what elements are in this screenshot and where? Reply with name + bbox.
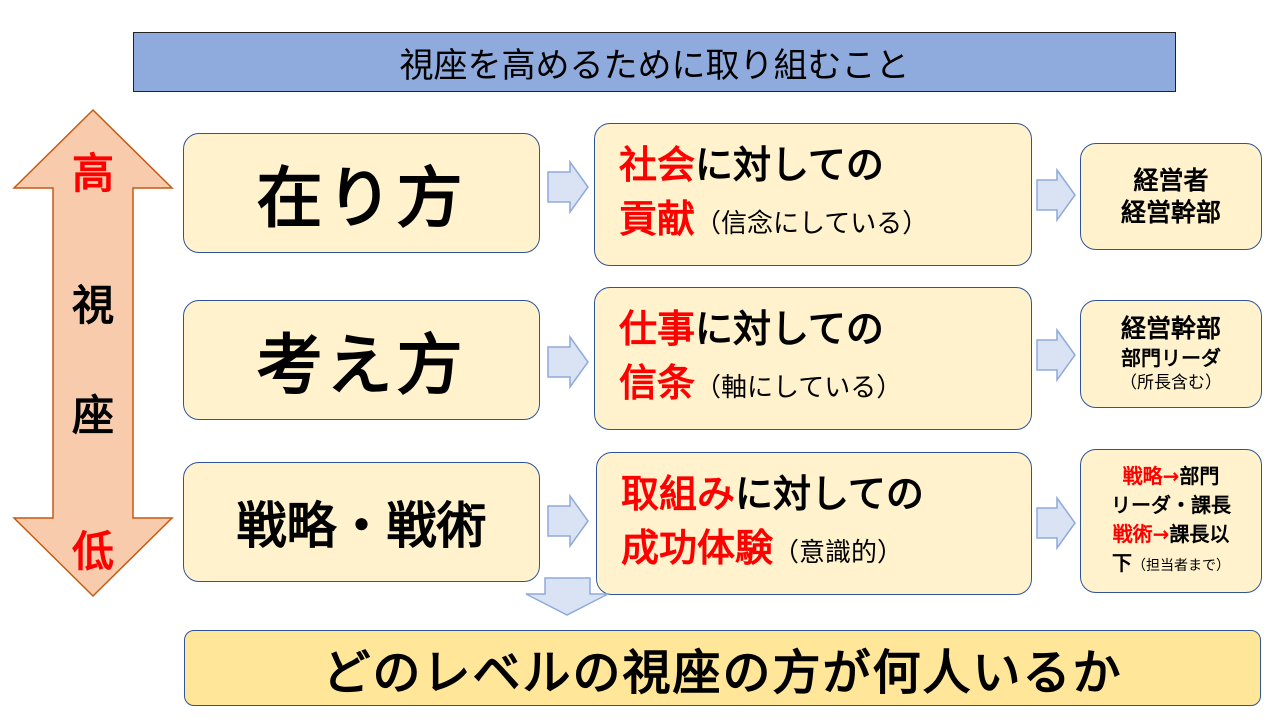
who-note: （担当者まで）	[1132, 557, 1230, 574]
axis-label-2: 座	[71, 391, 114, 440]
who-line: 経営幹部	[1120, 314, 1221, 343]
who-line: 部門リーダ	[1121, 346, 1221, 370]
who-line: 部門	[1179, 463, 1220, 488]
focus-rest: に対しての	[695, 307, 884, 351]
who-line: 経営者	[1133, 165, 1209, 195]
focus-red: 取組み	[621, 472, 736, 516]
who-line: リーダ・課長	[1111, 492, 1231, 517]
focus-rest: に対しての	[735, 472, 924, 516]
who-box-1: 経営者 経営幹部	[1080, 143, 1262, 250]
level-box-3: 戦略・戦術	[183, 462, 540, 582]
level-label: 在り方	[256, 160, 467, 237]
who-red: 戦略→	[1122, 463, 1180, 488]
right-arrow-icon	[547, 159, 589, 215]
level-box-1: 在り方	[183, 133, 540, 253]
focus-box-3: 取組みに対しての 成功体験（意識的）	[596, 452, 1032, 595]
right-arrow-icon	[1036, 167, 1076, 223]
who-box-2: 経営幹部 部門リーダ （所長含む）	[1080, 300, 1262, 408]
who-line: （所長含む）	[1120, 373, 1222, 393]
value-note: （信念にしている）	[695, 209, 929, 239]
focus-red: 社会	[619, 143, 696, 187]
who-line: 課長以	[1169, 521, 1230, 546]
who-box-3: 戦略→部門 リーダ・課長 戦術→課長以 下（担当者まで）	[1080, 449, 1262, 593]
value-note: （意識的）	[773, 538, 904, 568]
axis-low-label: 低	[71, 527, 114, 576]
page-title: 視座を高めるために取り組むこと	[133, 32, 1176, 92]
who-line: 経営幹部	[1120, 197, 1221, 227]
right-arrow-icon	[547, 493, 589, 549]
value-red: 成功体験	[621, 526, 774, 570]
focus-box-1: 社会に対しての 貢献（信念にしている）	[594, 123, 1032, 266]
value-note: （軸にしている）	[695, 373, 903, 403]
focus-box-2: 仕事に対しての 信条（軸にしている）	[594, 287, 1032, 430]
conclusion-banner: どのレベルの視座の方が何人いるか	[184, 630, 1261, 706]
right-arrow-icon	[547, 334, 589, 390]
focus-red: 仕事	[619, 307, 696, 351]
who-line: 下	[1112, 550, 1132, 575]
value-red: 貢献	[619, 197, 696, 241]
who-red: 戦術→	[1112, 521, 1170, 546]
right-arrow-icon	[1036, 495, 1076, 551]
vertical-double-arrow-icon	[12, 108, 174, 598]
right-arrow-icon	[1036, 327, 1076, 383]
level-box-2: 考え方	[183, 300, 540, 420]
axis-high-label: 高	[71, 149, 114, 198]
axis-label-1: 視	[71, 281, 114, 330]
level-label: 戦略・戦術	[236, 497, 487, 555]
level-label: 考え方	[256, 327, 467, 404]
focus-rest: に対しての	[695, 143, 884, 187]
value-red: 信条	[619, 361, 696, 405]
